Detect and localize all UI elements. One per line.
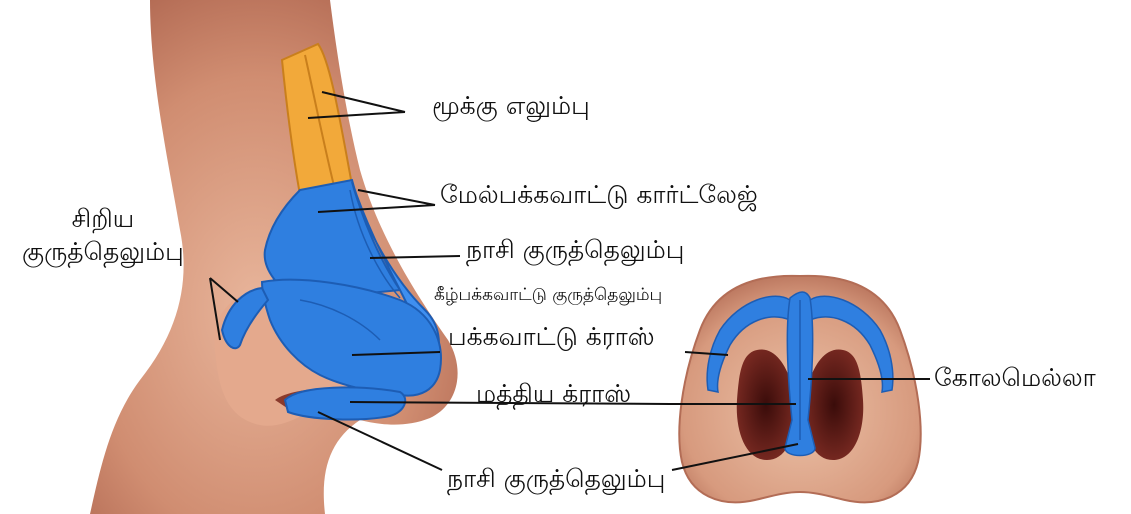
label-lower-lateral-cartilage: கீழ்பக்கவாட்டு குருத்தெலும்பு [434,286,662,306]
label-septal-cartilage-bottom: நாசி குருத்தெலும்பு [447,465,665,494]
bottom-view-nose [679,276,920,502]
label-upper-lateral-cartilage: மேல்பக்கவாட்டு கார்ட்லேஜ் [440,181,758,210]
label-sesamoid-line2: குருத்தெலும்பு [22,236,184,269]
label-septal-cartilage: நாசி குருத்தெலும்பு [466,236,684,265]
label-nasal-bone: மூக்கு எலும்பு [432,92,590,121]
label-medial-crus: மத்திய க்ராஸ் [476,380,631,409]
label-sesamoid-cartilage: சிறிய குருத்தெலும்பு [22,203,184,268]
label-sesamoid-line1: சிறிய [22,203,184,236]
medial-crus-shape [285,387,405,419]
label-lateral-crus: பக்கவாட்டு க்ராஸ் [448,323,655,352]
label-columella: கோலமெல்லா [934,364,1096,393]
